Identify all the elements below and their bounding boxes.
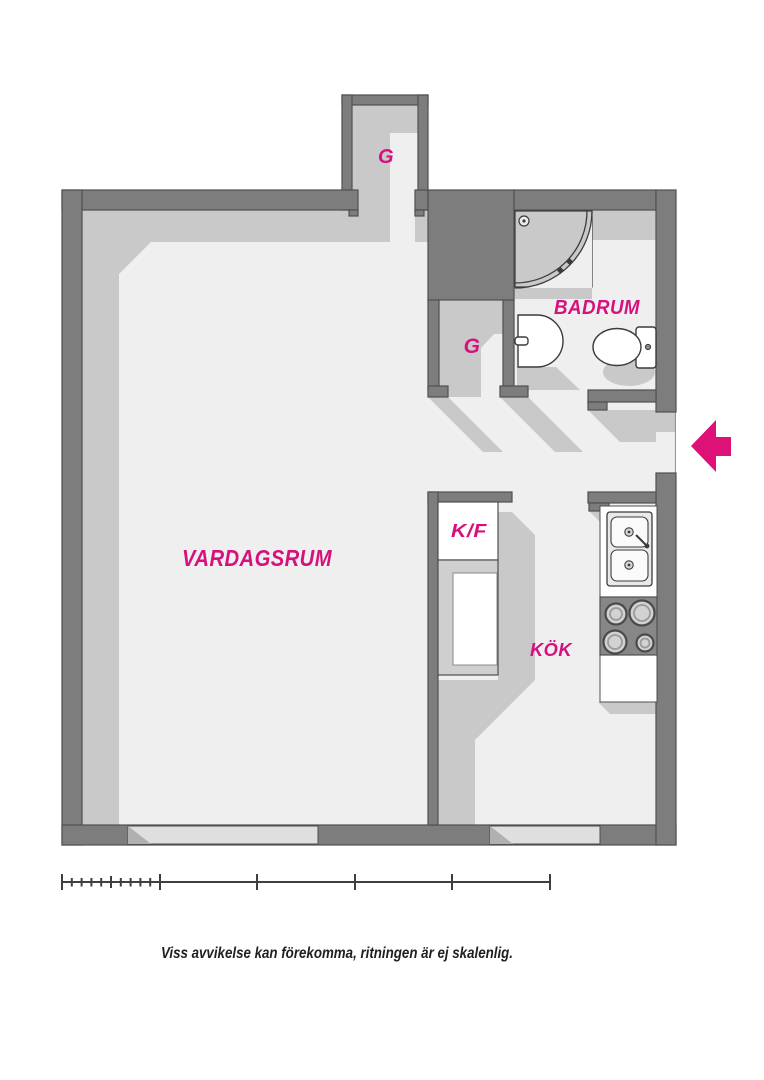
wall-west [61,189,83,846]
washbasin-bowl [517,314,564,368]
stove-icon [599,596,658,656]
shadow-under-sink [517,367,580,390]
shadow-divider-wall [438,680,475,825]
shadow-bathroom-wall [588,410,656,442]
shadow-top-wall-2 [415,210,428,242]
cabinet-inner [452,572,498,666]
wall-divider [427,491,439,826]
wall-closet-top-north [341,94,429,106]
wall-closet-middle-west [427,299,440,391]
shower-handle-2 [556,266,565,275]
shadow-left-wall [82,210,119,825]
room-label-kok: KÖK [530,640,574,660]
burner-4 [635,633,655,653]
shadow-corner-bevel [119,242,151,274]
burner-2-ring [633,604,651,622]
shadow-closet-stub-right [500,397,583,452]
toilet-bowl [592,327,642,367]
window-livingroom [127,825,319,845]
window-kitchen [489,825,601,845]
wall-north-left [61,189,359,211]
window-notch [490,826,513,844]
fridge-freezer-icon [437,501,499,676]
closet-top-doorway-floor [390,190,415,210]
wall-east-upper [655,189,677,413]
jamb-closet-middle-west [427,385,449,398]
window-glass [127,825,319,845]
burner-1 [604,602,628,626]
shower-outside-corner [515,211,592,288]
room-label-closet-middle: G [464,335,481,358]
room-label-closet-top: G [378,146,394,168]
wall-kf-cap [427,491,513,503]
entrance-opening-shadow [656,412,676,432]
shadow-top-wall [119,210,390,242]
wall-north-stub [414,189,429,211]
entrance-arrow-icon [691,420,731,472]
sink-drain-dot-2 [627,563,631,567]
jamb-bathroom-door [587,401,608,411]
sink-drain-dot-1 [627,530,631,534]
closet-middle-lit-strip [481,334,503,397]
sink-faucet-head [644,543,650,549]
shower-door-arc-inner [514,210,588,284]
shadow-under-shower [514,287,592,299]
disclaimer-text: Viss avvikelse kan förekomma, ritningen … [161,945,513,962]
jamb-closet-top-left [348,209,359,217]
shadow-right-of-kf [498,512,535,680]
room-label-kf: K/F [451,521,488,541]
wall-east-lower [655,472,677,846]
burner-1-ring [609,607,623,621]
kitchen-fixtures [437,501,658,703]
wall-mass-center [427,189,515,301]
shower-door-arc [514,210,593,289]
wall-north-right [513,189,657,211]
window-notch [128,826,151,844]
bathroom-fixtures [514,210,657,369]
jamb-closet-top-right [414,209,425,217]
shower-handle [565,257,574,266]
toilet-button [644,343,652,351]
shadow-kf-step [475,680,535,740]
burner-3 [602,629,628,655]
shadow-under-counter [598,702,657,714]
room-labels: VARDAGSRUM BADRUM KÖK K/F G G [182,146,641,660]
burner-3-ring [607,634,623,650]
wall-bathroom-south [587,389,657,403]
shadow-closet-stub-left [428,397,503,452]
closet-top-doorway-shadow [358,190,390,210]
floors [82,105,676,825]
burner-4-ring [639,637,651,649]
washbasin-faucet [514,336,529,346]
scale-bar [61,874,551,890]
room-label-vardagsrum: VARDAGSRUM [182,545,332,571]
walls [61,94,677,846]
wall-closet-middle-east [502,299,515,391]
jamb-closet-middle-east [499,385,529,398]
windows [127,825,601,845]
room-label-badrum: BADRUM [554,297,641,319]
washbasin-icon [514,314,564,368]
kitchen-sink-icon [606,511,653,587]
floor-main [82,210,656,825]
wall-kitchen-north [587,491,657,504]
sink-faucet [635,534,647,546]
shower-drain-dot [522,219,526,223]
shower-icon [514,210,593,289]
toilet-icon [592,326,657,369]
cast-shadows [82,210,657,825]
